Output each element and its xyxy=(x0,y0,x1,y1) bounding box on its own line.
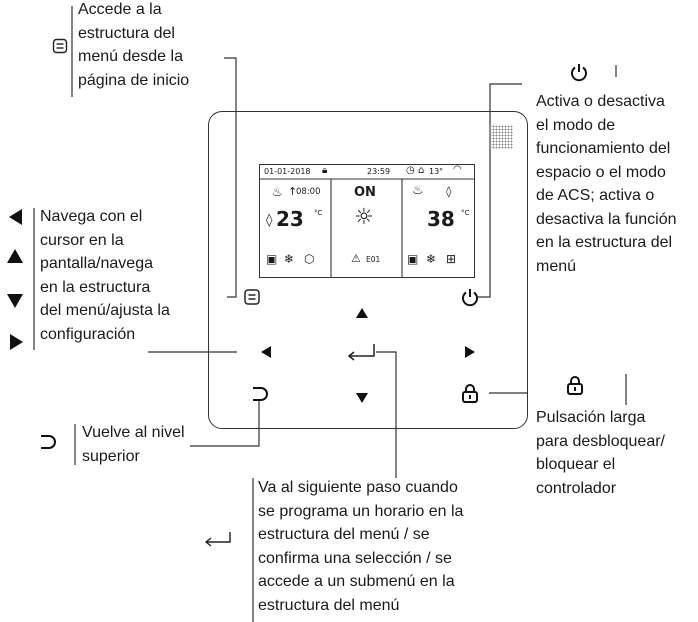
right-button[interactable] xyxy=(463,344,477,360)
right-temp: 38 xyxy=(427,207,455,231)
screen-date: 01-01-2018 xyxy=(264,167,311,176)
screen-dividers xyxy=(260,178,474,277)
wifi-icon: ◠ xyxy=(453,164,462,175)
menu-button[interactable] xyxy=(243,288,261,306)
pump-icon-2: ▣ xyxy=(407,252,419,266)
solar-icon: ⊞ xyxy=(446,252,457,266)
unlock-button[interactable] xyxy=(461,383,479,403)
status-text: ON xyxy=(354,185,376,200)
warning-icon: ⚠ xyxy=(351,252,361,265)
nav-up-icon xyxy=(7,249,23,263)
power-button[interactable] xyxy=(460,287,480,307)
outdoor-temp: 13° xyxy=(429,167,444,176)
schedule-time: 08:00 xyxy=(296,187,321,197)
flame-icon: ⬡ xyxy=(304,252,315,266)
display-screen: 01-01-2018 🔒︎ 23:59 ◷ ⌂ 13° ◠ ♨ ↑ 08:00 … xyxy=(259,164,475,278)
house-icon: ⌂ xyxy=(418,165,425,176)
sun-icon: ☼ xyxy=(354,205,374,230)
speaker-grill xyxy=(489,125,513,149)
right-unit: °C xyxy=(461,209,470,217)
controller-panel xyxy=(208,111,528,429)
left-unit: °C xyxy=(314,209,323,217)
clock-icon: ◷ xyxy=(406,165,415,176)
down-button[interactable] xyxy=(354,391,370,405)
tap-icon: ♨ xyxy=(412,183,424,198)
back-button[interactable] xyxy=(250,384,270,404)
drop-icon: ◊ xyxy=(266,213,273,228)
pump-icon: ▣ xyxy=(266,252,278,266)
nav-right-icon xyxy=(10,334,23,350)
enter-icon xyxy=(204,532,231,547)
back-icon xyxy=(41,435,56,449)
enter-annotation: Va al siguiente paso cuando se programa … xyxy=(258,479,464,614)
enter-button[interactable] xyxy=(346,342,376,362)
heating-icon: ♨ xyxy=(272,185,283,199)
power-icon xyxy=(571,64,587,82)
menu-icon xyxy=(52,38,68,54)
unlock-icon xyxy=(567,376,583,395)
menu-annotation: Accede a la estructura del menú desde la… xyxy=(78,1,190,89)
navigate-annotation: Navega con el cursor en la pantalla/nave… xyxy=(40,208,170,343)
left-temp: 23 xyxy=(276,207,304,231)
schedule-icon: ↑ xyxy=(288,185,298,198)
error-code: E01 xyxy=(366,255,381,264)
unlock-annotation: Pulsación larga para desbloquear/ bloque… xyxy=(536,409,665,497)
nav-down-icon xyxy=(7,294,23,308)
defrost-icon-2: ❄ xyxy=(426,252,437,266)
nav-left-icon xyxy=(9,209,22,225)
lock-status-icon: 🔒︎ xyxy=(322,165,328,176)
screen-time: 23:59 xyxy=(367,167,391,176)
left-button[interactable] xyxy=(259,344,273,360)
up-button[interactable] xyxy=(354,306,370,320)
defrost-icon: ❄ xyxy=(284,252,295,266)
power-annotation: Activa o desactiva el modo de funcionami… xyxy=(536,93,677,275)
droplet-icon: ◊ xyxy=(446,185,452,198)
back-annotation: Vuelve al nivel superior xyxy=(82,424,185,465)
